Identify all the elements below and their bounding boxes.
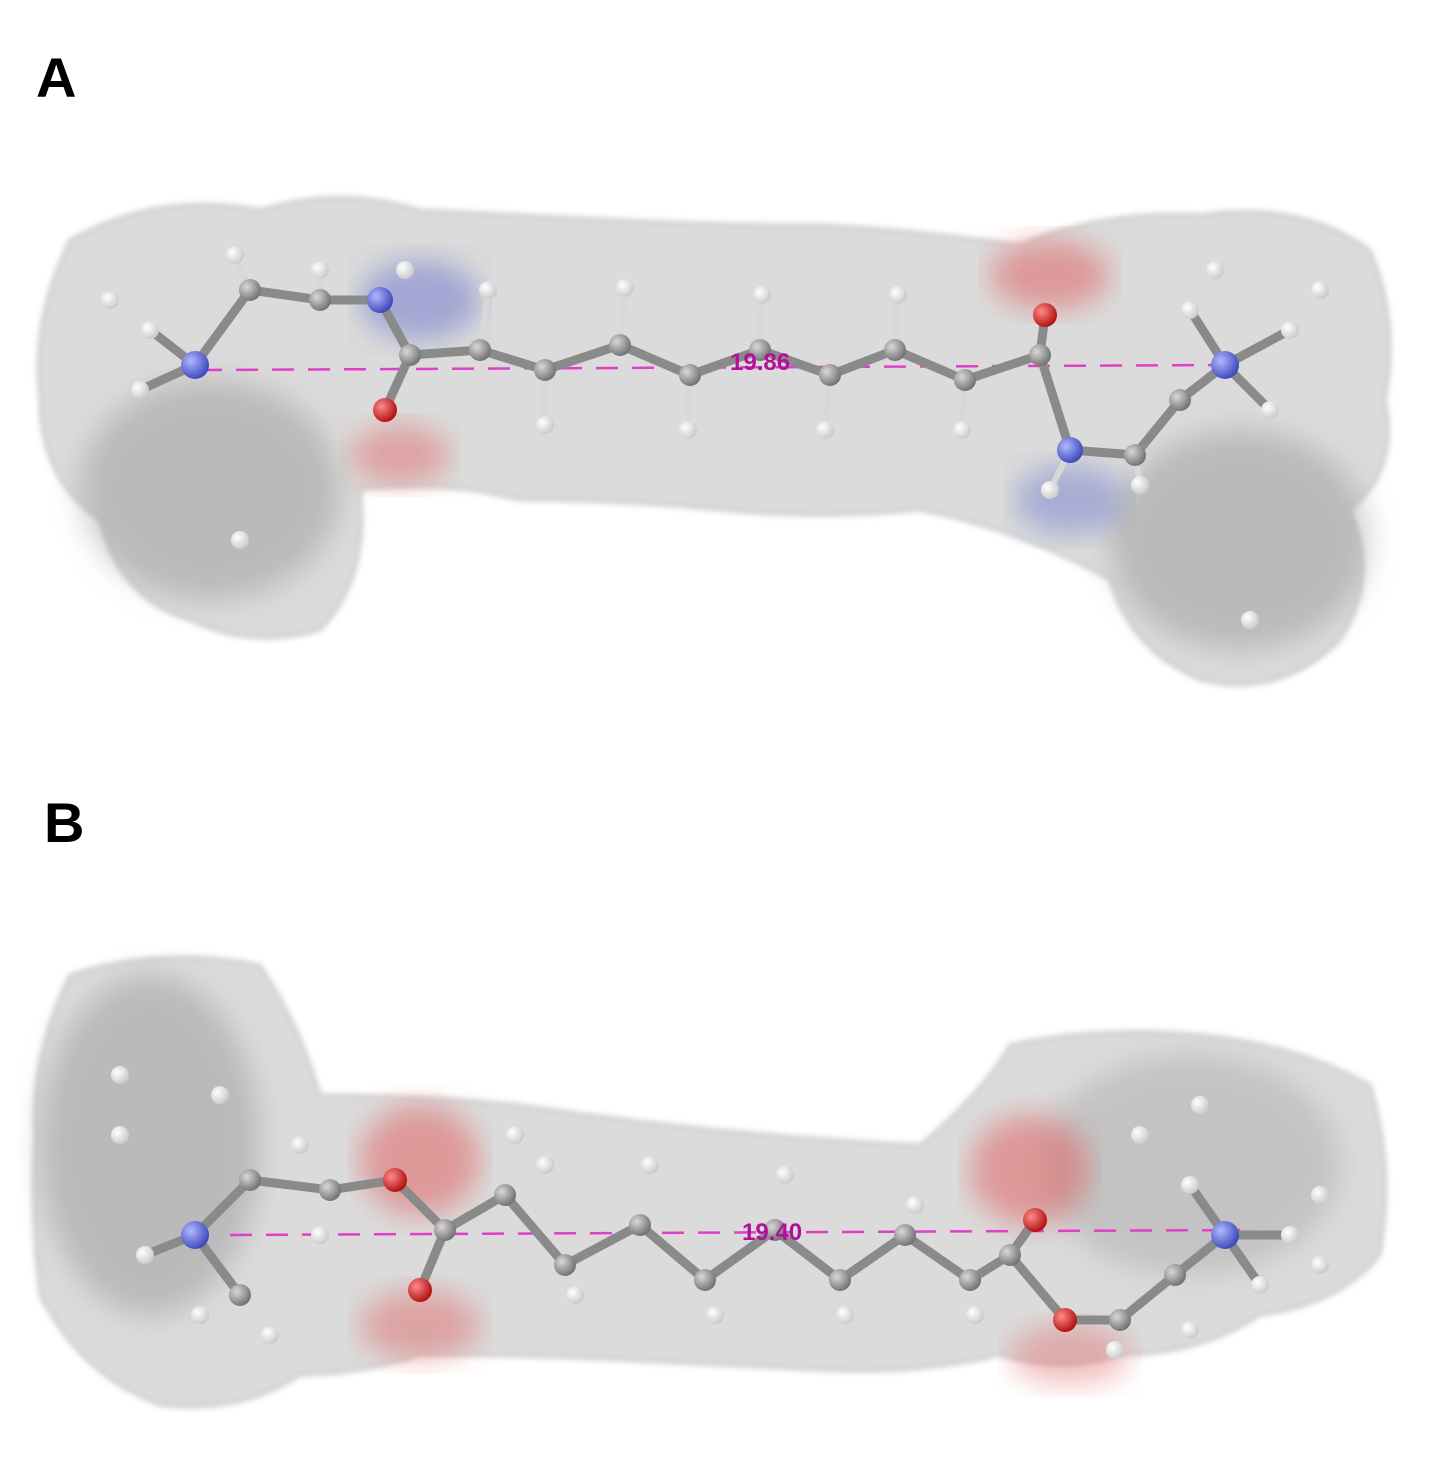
molecule-panel-b: 19.40 xyxy=(0,935,1433,1455)
distance-line-b xyxy=(229,1228,1241,1237)
molecule-panel-a: 19.86 xyxy=(0,180,1433,710)
nitrogen-atom-b-right xyxy=(1211,1221,1239,1249)
distance-label-a: 19.86 xyxy=(730,349,790,376)
distance-label-b: 19.40 xyxy=(742,1219,802,1246)
oxygen-atom-a-right xyxy=(1033,303,1057,327)
molecule-a-render: 19.86 xyxy=(37,196,1391,686)
molecule-b-render: 19.40 xyxy=(32,956,1387,1408)
oxygen-atom-a-left xyxy=(373,398,397,422)
nitrogen-atom-a-left xyxy=(181,351,209,379)
hydrogen-atoms-a xyxy=(101,246,1329,629)
nitrogen-atom-b-left xyxy=(181,1221,209,1249)
nitrogen-atom-a-right xyxy=(1211,351,1239,379)
panel-label-a: A xyxy=(36,46,77,109)
oxygen-atom-b-carbonyl-right xyxy=(1023,1208,1047,1232)
oxygen-atom-b-carbonyl-left xyxy=(408,1278,432,1302)
carbon-atoms-b xyxy=(229,1169,1186,1331)
oxygen-atom-b-ester-right xyxy=(1053,1308,1077,1332)
nitrogen-atom-a-amide-left xyxy=(367,287,393,313)
nitrogen-atom-a-amide-right xyxy=(1057,437,1083,463)
oxygen-atom-b-ester-left xyxy=(383,1168,407,1192)
carbon-atoms-a xyxy=(239,279,1191,466)
panel-label-b: B xyxy=(44,791,85,854)
hydrogen-atoms-b xyxy=(111,1066,1329,1359)
